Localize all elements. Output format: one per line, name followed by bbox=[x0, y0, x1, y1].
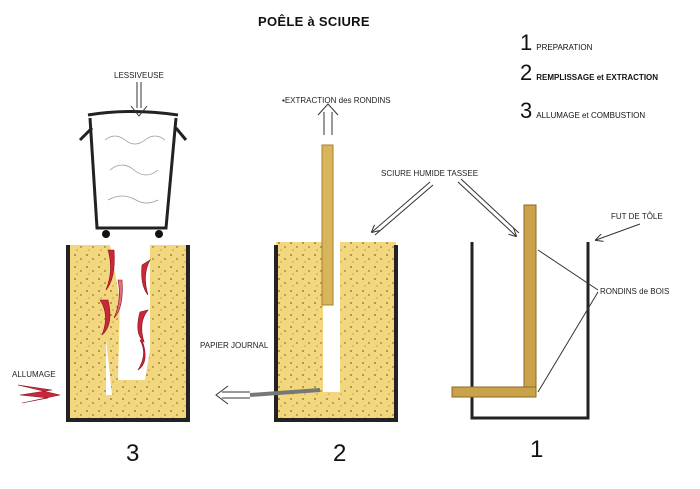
paper-arrow bbox=[215, 385, 250, 405]
extraction-arrow bbox=[317, 103, 339, 135]
stove-preparation bbox=[451, 204, 590, 420]
barrel-1 bbox=[470, 242, 590, 420]
barrel-3 bbox=[66, 245, 190, 422]
stove-filling bbox=[215, 103, 398, 422]
lessiveuse-pot bbox=[78, 110, 188, 238]
stove-combustion bbox=[17, 82, 190, 422]
label-papier: PAPIER JOURNAL bbox=[200, 341, 269, 350]
log-vertical-1 bbox=[523, 204, 537, 398]
legend-text: PREPARATION bbox=[536, 43, 593, 52]
step-number-2: 2 bbox=[333, 440, 347, 467]
flames bbox=[17, 249, 151, 404]
step-number-1: 1 bbox=[530, 436, 544, 463]
label-extraction-text: EXTRACTION des RONDINS bbox=[284, 96, 391, 105]
label-fut: FUT DE TÔLE bbox=[611, 212, 663, 221]
label-rondins: RONDINS de BOIS bbox=[600, 287, 670, 296]
legend-number: 3 bbox=[520, 98, 533, 123]
label-allumage: ALLUMAGE bbox=[12, 370, 56, 379]
legend-text: ALLUMAGE et COMBUSTION bbox=[536, 111, 646, 120]
label-extraction: ▪EXTRACTION des RONDINS bbox=[282, 96, 391, 105]
log-horizontal-1 bbox=[451, 386, 537, 398]
barrel-2 bbox=[274, 245, 398, 422]
page-title: POÊLE à SCIURE bbox=[258, 14, 370, 29]
legend-text: REMPLISSAGE et EXTRACTION bbox=[536, 73, 659, 82]
step-number-3: 3 bbox=[126, 440, 140, 467]
legend-number: 2 bbox=[520, 60, 533, 85]
legend-number: 1 bbox=[520, 30, 533, 55]
lessiveuse-arrow bbox=[130, 82, 148, 117]
log-vertical-2 bbox=[321, 144, 334, 306]
label-lessiveuse: LESSIVEUSE bbox=[114, 71, 164, 80]
label-sciure: SCIURE HUMIDE TASSEE bbox=[381, 169, 479, 178]
annotation-arrows bbox=[372, 178, 641, 393]
